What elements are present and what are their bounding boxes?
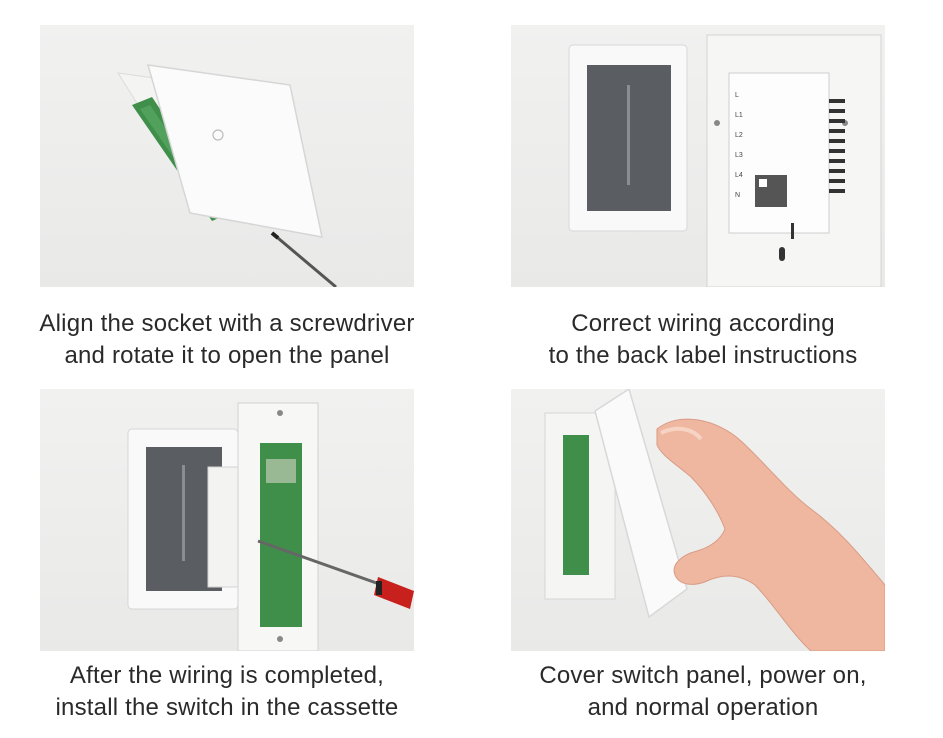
step-2-caption-line-1: Correct wiring according [571, 310, 835, 337]
finger [656, 418, 885, 651]
screwdriver-handle [374, 577, 414, 609]
step-1-photo [40, 25, 414, 287]
mount-hole-bottom [277, 636, 283, 642]
fingernail [660, 426, 703, 441]
side-vents [829, 99, 845, 193]
step-3-caption-line-2: install the switch in the cassette [55, 694, 399, 721]
step-2-photo: L L1 L2 L3 L4 N [511, 25, 885, 287]
terminal-label-n: N [735, 192, 740, 199]
step-2-caption: Correct wiring according to the back lab… [483, 308, 923, 372]
mount-hole-top [277, 410, 283, 416]
glass-panel [146, 64, 323, 238]
terminal-label-l4: L4 [735, 172, 743, 179]
terminal-label-l3: L3 [735, 152, 743, 159]
screwdriver-tip [270, 231, 280, 240]
terminal-label-l1: L1 [735, 112, 743, 119]
step-3-illustration [127, 402, 414, 651]
terminal-label-l2: L2 [735, 132, 743, 139]
glass-panel [594, 389, 688, 619]
step-4-photo [511, 389, 885, 651]
step-4-caption: Cover switch panel, power on, and normal… [483, 660, 923, 724]
bottom-vent [791, 223, 794, 239]
screwdriver-shaft [271, 231, 337, 287]
qr-mark [759, 179, 767, 187]
bottom-slot [779, 247, 785, 261]
pcb-board [563, 435, 589, 575]
step-4-caption-line-1: Cover switch panel, power on, [539, 662, 867, 689]
terminal-label-l: L [735, 92, 739, 99]
terminal-labels: L L1 L2 L3 L4 N [735, 92, 743, 199]
screwdriver-shaft [257, 539, 383, 587]
step-2-illustration: L L1 L2 L3 L4 N [568, 34, 882, 287]
step-4-caption-line-2: and normal operation [587, 694, 819, 721]
step-1-caption-line-2: and rotate it to open the panel [64, 342, 390, 369]
step-1-caption: Align the socket with a screwdriver and … [7, 308, 447, 372]
switch-module [728, 72, 830, 234]
step-2-caption-line-2: to the back label instructions [548, 342, 858, 369]
pcb-chip [266, 459, 296, 483]
step-3-caption-line-1: After the wiring is completed, [69, 662, 385, 689]
step-1-illustration [117, 64, 337, 287]
touch-line [182, 465, 185, 561]
step-4-illustration [544, 389, 885, 651]
step-3-caption: After the wiring is completed, install t… [7, 660, 447, 724]
step-3-photo [40, 389, 414, 651]
touch-icon [212, 129, 224, 141]
touch-line [627, 85, 630, 185]
mount-hole-left [714, 120, 720, 126]
step-1-caption-line-1: Align the socket with a screwdriver [39, 310, 415, 337]
screwdriver-collar [376, 581, 382, 595]
